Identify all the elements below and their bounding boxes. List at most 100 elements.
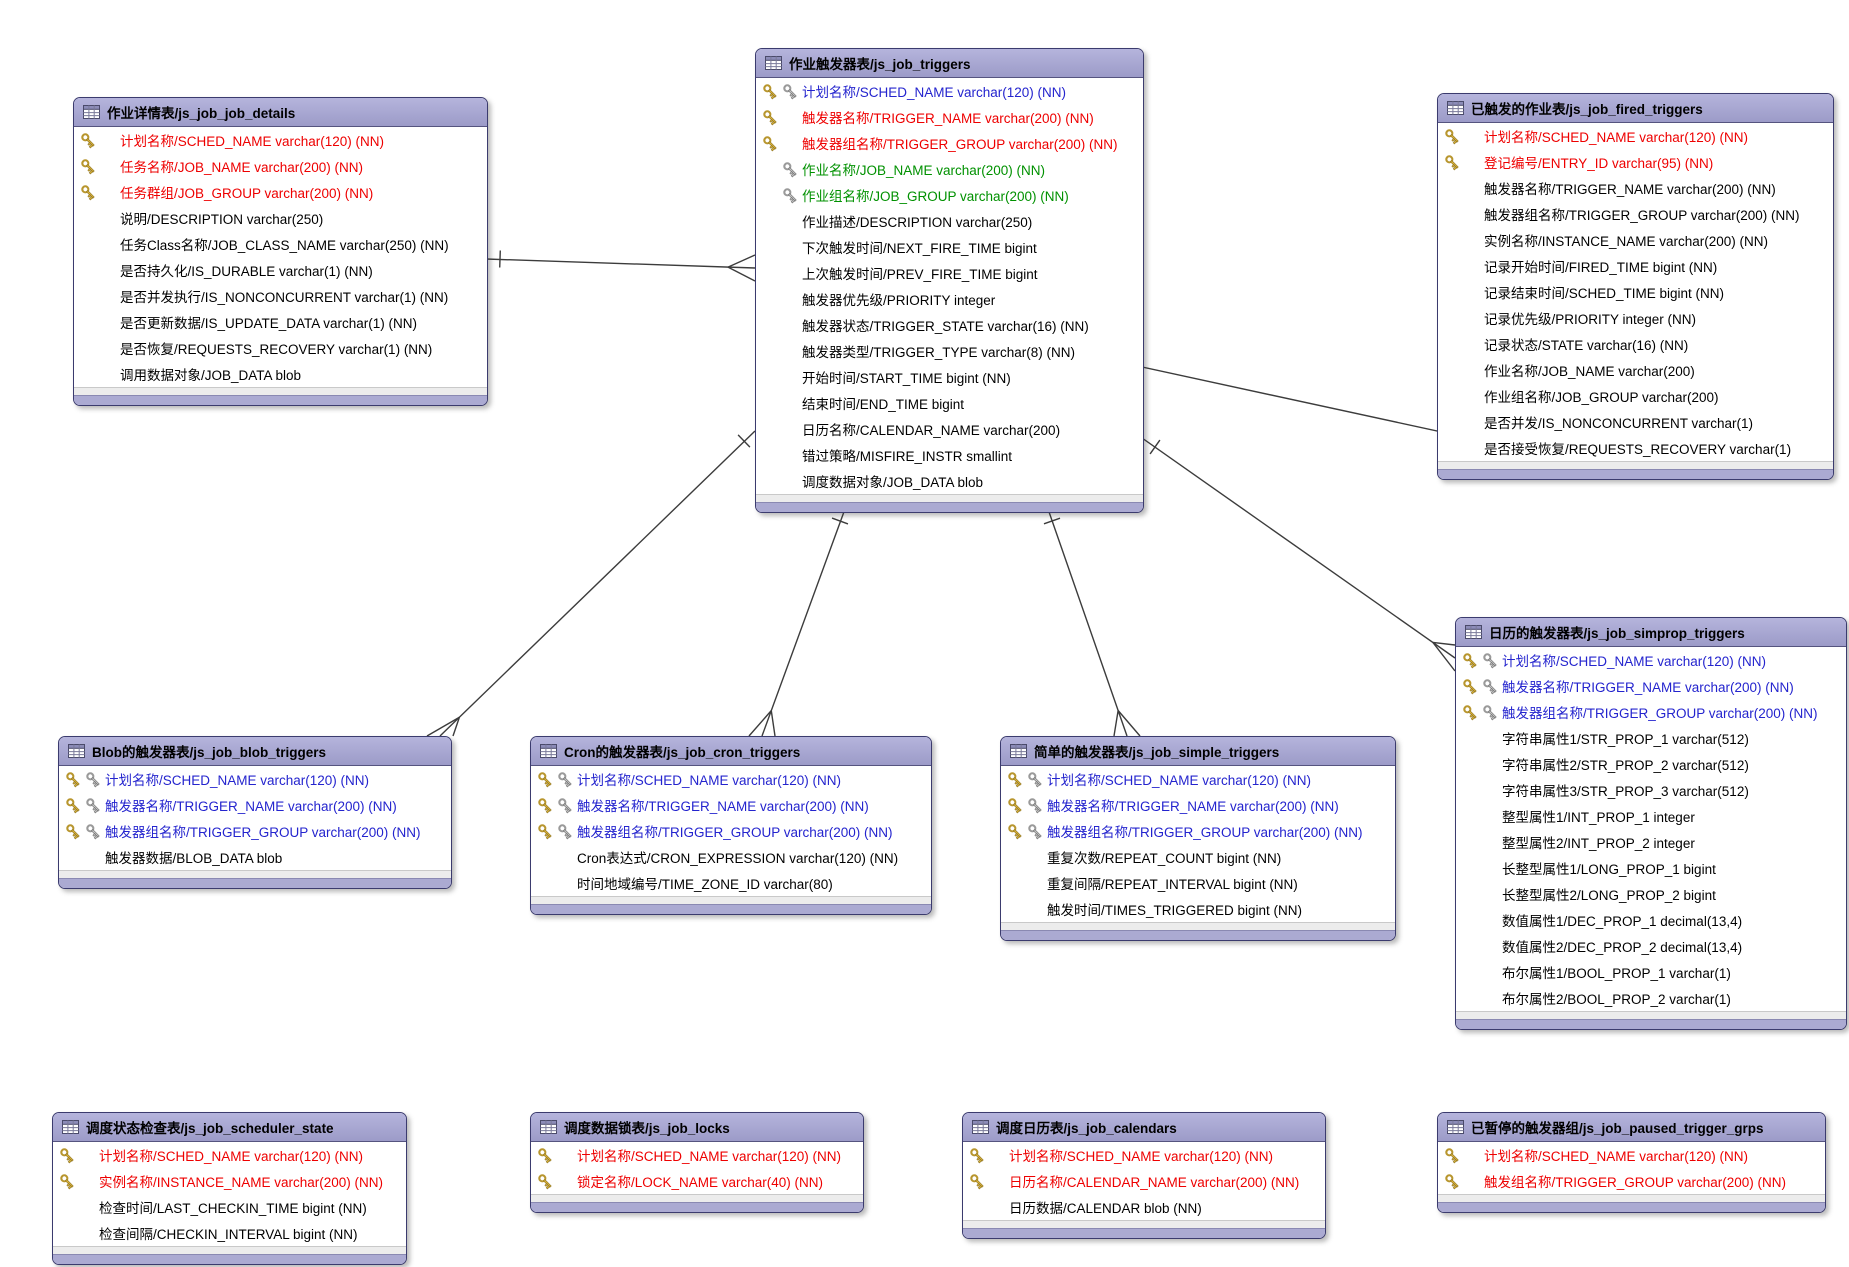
one-tick-triggers-to-cron[interactable] <box>831 517 849 525</box>
table-header[interactable]: 已触发的作业表/js_job_fired_triggers <box>1438 94 1833 123</box>
column-row[interactable]: 字符串属性2/STR_PROP_2 varchar(512) <box>1456 751 1846 777</box>
column-row[interactable]: 时间地域编号/TIME_ZONE_ID varchar(80) <box>531 870 931 896</box>
relationship-job_details-to-triggers[interactable] <box>485 258 756 269</box>
table-js_job_fired_triggers[interactable]: 已触发的作业表/js_job_fired_triggers 计划名称/SCHED… <box>1437 93 1834 480</box>
column-row[interactable]: 触发器名称/TRIGGER_NAME varchar(200) (NN) <box>1438 175 1833 201</box>
table-header[interactable]: 调度日历表/js_job_calendars <box>963 1113 1325 1142</box>
table-header[interactable]: 简单的触发器表/js_job_simple_triggers <box>1001 737 1395 766</box>
column-row[interactable]: 作业名称/JOB_NAME varchar(200) <box>1438 357 1833 383</box>
crow-foot-triggers-to-cron[interactable] <box>770 710 776 737</box>
table-js_job_simple_triggers[interactable]: 简单的触发器表/js_job_simple_triggers 计划名称/SCHE… <box>1000 736 1396 941</box>
column-row[interactable]: 触发器名称/TRIGGER_NAME varchar(200) (NN) <box>1001 792 1395 818</box>
relationship-triggers-to-blob[interactable] <box>439 430 756 737</box>
relationship-triggers-to-cron[interactable] <box>761 508 846 737</box>
column-row[interactable]: 日历名称/CALENDAR_NAME varchar(200) (NN) <box>963 1168 1325 1194</box>
crow-foot-job_details-to-triggers[interactable] <box>727 254 756 268</box>
column-row[interactable]: 触发器组名称/TRIGGER_GROUP varchar(200) (NN) <box>59 818 451 844</box>
crow-foot-triggers-to-simple[interactable] <box>1113 710 1119 737</box>
column-row[interactable]: 触发器优先级/PRIORITY integer <box>756 286 1143 312</box>
column-row[interactable]: 任务Class名称/JOB_CLASS_NAME varchar(250) (N… <box>74 231 487 257</box>
column-row[interactable]: 日历名称/CALENDAR_NAME varchar(200) <box>756 416 1143 442</box>
crow-foot-triggers-to-cron[interactable] <box>748 710 772 737</box>
column-row[interactable]: 锁定名称/LOCK_NAME varchar(40) (NN) <box>531 1168 863 1194</box>
column-row[interactable]: 长整型属性2/LONG_PROP_2 bigint <box>1456 881 1846 907</box>
table-js_job_calendars[interactable]: 调度日历表/js_job_calendars 计划名称/SCHED_NAME v… <box>962 1112 1326 1239</box>
column-row[interactable]: 是否并发执行/IS_NONCONCURRENT varchar(1) (NN) <box>74 283 487 309</box>
crow-foot-triggers-to-simprop[interactable] <box>1432 642 1456 672</box>
column-row[interactable]: 检查时间/LAST_CHECKIN_TIME bigint (NN) <box>53 1194 406 1220</box>
column-row[interactable]: 作业描述/DESCRIPTION varchar(250) <box>756 208 1143 234</box>
column-row[interactable]: 计划名称/SCHED_NAME varchar(120) (NN) <box>53 1142 406 1168</box>
column-row[interactable]: 整型属性2/INT_PROP_2 integer <box>1456 829 1846 855</box>
column-row[interactable]: 计划名称/SCHED_NAME varchar(120) (NN) <box>531 766 931 792</box>
crow-foot-triggers-to-simple[interactable] <box>1117 710 1141 737</box>
column-row[interactable]: 是否并发/IS_NONCONCURRENT varchar(1) <box>1438 409 1833 435</box>
column-row[interactable]: 记录开始时间/FIRED_TIME bigint (NN) <box>1438 253 1833 279</box>
column-row[interactable]: 整型属性1/INT_PROP_1 integer <box>1456 803 1846 829</box>
column-row[interactable]: 触发器组名称/TRIGGER_GROUP varchar(200) (NN) <box>756 130 1143 156</box>
table-js_job_blob_triggers[interactable]: Blob的触发器表/js_job_blob_triggers 计划名称/SCHE… <box>58 736 452 889</box>
one-tick-triggers-to-simprop[interactable] <box>1149 439 1161 455</box>
column-row[interactable]: 调用数据对象/JOB_DATA blob <box>74 361 487 387</box>
column-row[interactable]: 计划名称/SCHED_NAME varchar(120) (NN) <box>1001 766 1395 792</box>
column-row[interactable]: 触发器数据/BLOB_DATA blob <box>59 844 451 870</box>
column-row[interactable]: 触发器组名称/TRIGGER_GROUP varchar(200) (NN) <box>1001 818 1395 844</box>
column-row[interactable]: 错过策略/MISFIRE_INSTR smallint <box>756 442 1143 468</box>
table-js_job_scheduler_state[interactable]: 调度状态检查表/js_job_scheduler_state 计划名称/SCHE… <box>52 1112 407 1265</box>
table-header[interactable]: 调度状态检查表/js_job_scheduler_state <box>53 1113 406 1142</box>
column-row[interactable]: 登记编号/ENTRY_ID varchar(95) (NN) <box>1438 149 1833 175</box>
column-row[interactable]: 字符串属性1/STR_PROP_1 varchar(512) <box>1456 725 1846 751</box>
one-tick-job_details-to-triggers[interactable] <box>499 250 501 268</box>
table-js_job_triggers[interactable]: 作业触发器表/js_job_triggers 计划名称/SCHED_NAME v… <box>755 48 1144 513</box>
table-js_job_cron_triggers[interactable]: Cron的触发器表/js_job_cron_triggers 计划名称/SCHE… <box>530 736 932 915</box>
relationship-triggers-to-simple[interactable] <box>1047 508 1128 737</box>
column-row[interactable]: 作业名称/JOB_NAME varchar(200) (NN) <box>756 156 1143 182</box>
column-row[interactable]: 字符串属性3/STR_PROP_3 varchar(512) <box>1456 777 1846 803</box>
crow-foot-triggers-to-blob[interactable] <box>452 716 461 737</box>
column-row[interactable]: 记录优先级/PRIORITY integer (NN) <box>1438 305 1833 331</box>
table-js_job_job_details[interactable]: 作业详情表/js_job_job_details 计划名称/SCHED_NAME… <box>73 97 488 406</box>
column-row[interactable]: 布尔属性2/BOOL_PROP_2 varchar(1) <box>1456 985 1846 1011</box>
column-row[interactable]: 作业组名称/JOB_GROUP varchar(200) (NN) <box>756 182 1143 208</box>
table-header[interactable]: 作业详情表/js_job_job_details <box>74 98 487 127</box>
column-row[interactable]: 上次触发时间/PREV_FIRE_TIME bigint <box>756 260 1143 286</box>
relationship-triggers-to-simprop[interactable] <box>1141 437 1456 659</box>
column-row[interactable]: 实例名称/INSTANCE_NAME varchar(200) (NN) <box>53 1168 406 1194</box>
column-row[interactable]: 触发器名称/TRIGGER_NAME varchar(200) (NN) <box>59 792 451 818</box>
column-row[interactable]: 数值属性2/DEC_PROP_2 decimal(13,4) <box>1456 933 1846 959</box>
column-row[interactable]: 计划名称/SCHED_NAME varchar(120) (NN) <box>1456 647 1846 673</box>
column-row[interactable]: 调度数据对象/JOB_DATA blob <box>756 468 1143 494</box>
column-row[interactable]: 触发组名称/TRIGGER_GROUP varchar(200) (NN) <box>1438 1168 1825 1194</box>
column-row[interactable]: 触发器组名称/TRIGGER_GROUP varchar(200) (NN) <box>531 818 931 844</box>
crow-foot-job_details-to-triggers[interactable] <box>727 266 756 282</box>
column-row[interactable]: 任务名称/JOB_NAME varchar(200) (NN) <box>74 153 487 179</box>
column-row[interactable]: 是否持久化/IS_DURABLE varchar(1) (NN) <box>74 257 487 283</box>
table-header[interactable]: 调度数据锁表/js_job_locks <box>531 1113 863 1142</box>
column-row[interactable]: 日历数据/CALENDAR blob (NN) <box>963 1194 1325 1220</box>
table-header[interactable]: Cron的触发器表/js_job_cron_triggers <box>531 737 931 766</box>
column-row[interactable]: 布尔属性1/BOOL_PROP_1 varchar(1) <box>1456 959 1846 985</box>
crow-foot-triggers-to-simprop[interactable] <box>1432 641 1456 646</box>
column-row[interactable]: 计划名称/SCHED_NAME varchar(120) (NN) <box>74 127 487 153</box>
column-row[interactable]: 触发器状态/TRIGGER_STATE varchar(16) (NN) <box>756 312 1143 338</box>
table-header[interactable]: 日历的触发器表/js_job_simprop_triggers <box>1456 618 1846 647</box>
column-row[interactable]: 任务群组/JOB_GROUP varchar(200) (NN) <box>74 179 487 205</box>
column-row[interactable]: 记录状态/STATE varchar(16) (NN) <box>1438 331 1833 357</box>
column-row[interactable]: 计划名称/SCHED_NAME varchar(120) (NN) <box>59 766 451 792</box>
table-js_job_locks[interactable]: 调度数据锁表/js_job_locks 计划名称/SCHED_NAME varc… <box>530 1112 864 1213</box>
column-row[interactable]: 触发器名称/TRIGGER_NAME varchar(200) (NN) <box>531 792 931 818</box>
column-row[interactable]: 计划名称/SCHED_NAME varchar(120) (NN) <box>1438 1142 1825 1168</box>
column-row[interactable]: 检查间隔/CHECKIN_INTERVAL bigint (NN) <box>53 1220 406 1246</box>
table-header[interactable]: Blob的触发器表/js_job_blob_triggers <box>59 737 451 766</box>
column-row[interactable]: 触发时间/TIMES_TRIGGERED bigint (NN) <box>1001 896 1395 922</box>
column-row[interactable]: 是否更新数据/IS_UPDATE_DATA varchar(1) (NN) <box>74 309 487 335</box>
column-row[interactable]: 计划名称/SCHED_NAME varchar(120) (NN) <box>756 78 1143 104</box>
column-row[interactable]: 触发器名称/TRIGGER_NAME varchar(200) (NN) <box>756 104 1143 130</box>
column-row[interactable]: 数值属性1/DEC_PROP_1 decimal(13,4) <box>1456 907 1846 933</box>
column-row[interactable]: 下次触发时间/NEXT_FIRE_TIME bigint <box>756 234 1143 260</box>
table-js_job_simprop_triggers[interactable]: 日历的触发器表/js_job_simprop_triggers 计划名称/SCH… <box>1455 617 1847 1030</box>
column-row[interactable]: 是否接受恢复/REQUESTS_RECOVERY varchar(1) <box>1438 435 1833 461</box>
table-js_job_paused_trigger_grps[interactable]: 已暂停的触发器组/js_job_paused_trigger_grps 计划名称… <box>1437 1112 1826 1213</box>
column-row[interactable]: 记录结束时间/SCHED_TIME bigint (NN) <box>1438 279 1833 305</box>
column-row[interactable]: 触发器组名称/TRIGGER_GROUP varchar(200) (NN) <box>1456 699 1846 725</box>
